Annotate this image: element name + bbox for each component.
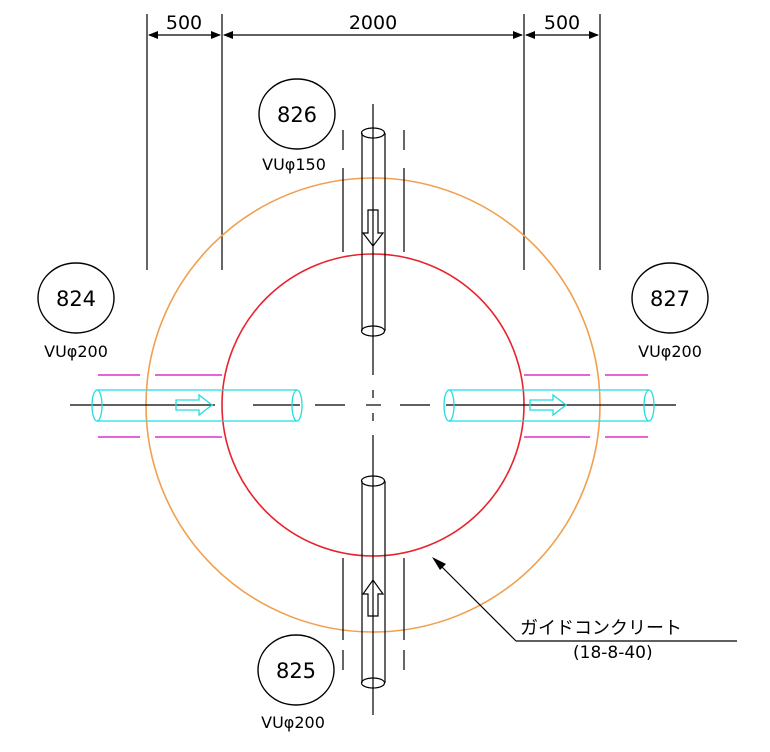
guide-lines-right	[524, 374, 648, 438]
pipe-id-824: 824	[56, 287, 96, 311]
note-concrete-spec: (18-8-40)	[573, 643, 653, 663]
bubble-827: 827	[631, 262, 709, 334]
pipe-id-826: 826	[277, 103, 317, 127]
bubble-824: 824	[37, 262, 115, 334]
dim-label-center: 2000	[349, 12, 397, 34]
pipe-id-827: 827	[650, 287, 690, 311]
flow-arrow-right-left	[175, 393, 214, 417]
pipe-spec-824: VUφ200	[44, 342, 108, 361]
pipe-827	[443, 389, 655, 422]
center-lines	[70, 104, 676, 715]
note-guide-concrete: ガイドコンクリート	[520, 618, 682, 639]
dim-label-right: 500	[544, 12, 580, 34]
pipe-spec-825: VUφ200	[261, 713, 325, 732]
leader-line	[432, 557, 737, 642]
pipe-825	[342, 475, 405, 689]
bubble-825: 825	[257, 634, 335, 706]
guide-lines-left	[98, 374, 222, 438]
flow-arrow-up	[361, 578, 385, 617]
dimension-group	[146, 14, 601, 270]
pipe-826	[342, 127, 405, 337]
pipe-824	[91, 389, 303, 422]
pipe-id-825: 825	[276, 659, 316, 683]
pipe-spec-827: VUφ200	[638, 342, 702, 361]
flow-arrow-right-right	[529, 393, 568, 417]
pipe-spec-826: VUφ150	[262, 155, 326, 174]
flow-arrow-down	[361, 209, 385, 247]
bubble-826: 826	[258, 78, 336, 150]
dim-label-left: 500	[166, 12, 202, 34]
